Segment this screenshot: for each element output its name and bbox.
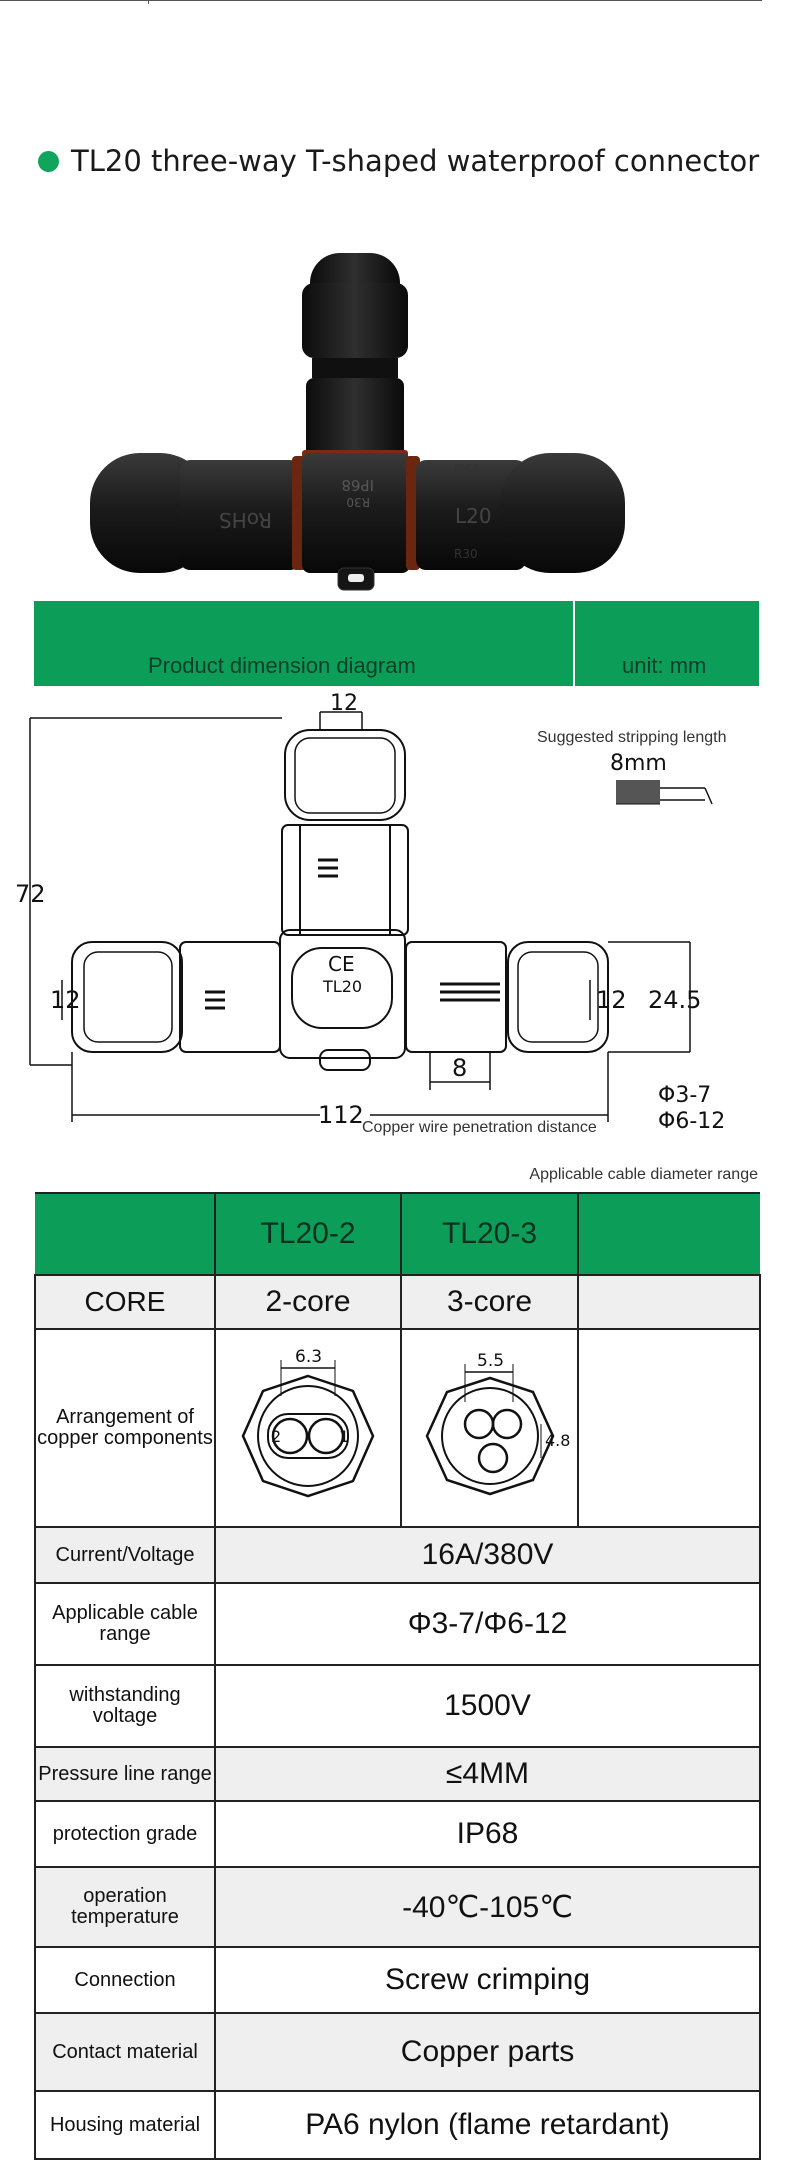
dimension-drawing: 12 72 12 12 24.5 8 112 Copper wire penet… xyxy=(15,691,726,1136)
section-title: TL20 three-way T-shaped waterproof conne… xyxy=(38,141,759,181)
dimension-header-bar: Product dimension diagram unit: mm xyxy=(34,601,759,686)
spec-label-connection: Connection xyxy=(34,1946,216,2014)
dimension-diagram-label: Product dimension diagram xyxy=(148,653,416,678)
product-photo: RoHS IP68 R30 L20 IP68 R30 xyxy=(90,253,625,591)
spec-row-housing: Housing material PA6 nylon (flame retard… xyxy=(34,2090,761,2160)
core-row: CORE 2-core 3-core xyxy=(34,1274,761,1330)
spec-row-pressure: Pressure line range ≤4MM xyxy=(34,1746,761,1802)
dim-4-8: 4.8 xyxy=(545,1431,570,1450)
green-bullet-icon xyxy=(38,150,59,172)
spec-label-current: Current/Voltage xyxy=(34,1526,216,1584)
arrangement-2core: 6.3 2 1 xyxy=(214,1328,402,1528)
dim-5-5: 5.5 xyxy=(477,1351,504,1371)
strip-wire-illustration xyxy=(616,780,713,805)
phi-range-2: Φ6-12 xyxy=(658,1109,725,1134)
arrangement-row: Arrangement of copper components 6.3 2 1… xyxy=(34,1328,761,1528)
dim-24-5: 24.5 xyxy=(648,986,701,1014)
arrangement-empty xyxy=(577,1328,761,1528)
core-label: CORE xyxy=(34,1274,216,1330)
right-cap xyxy=(500,453,625,573)
spec-value-pressure: ≤4MM xyxy=(214,1746,761,1802)
spec-label-cable-range: Applicable cable range xyxy=(34,1582,216,1666)
r30-marking: R30 xyxy=(346,495,370,509)
r30-marking-right: R30 xyxy=(454,547,478,561)
ip68-marking: IP68 xyxy=(341,476,374,494)
spec-label-withstand: withstanding voltage xyxy=(34,1664,216,1748)
spec-header-row: TL20-2 TL20-3 xyxy=(35,1192,760,1276)
header-cell-blank xyxy=(35,1192,216,1276)
model-mark: TL20 xyxy=(322,977,362,996)
spec-value-current: 16A/380V xyxy=(214,1526,761,1584)
spec-label-pressure: Pressure line range xyxy=(34,1746,216,1802)
top-nut xyxy=(302,283,408,358)
unit-label: unit: mm xyxy=(622,653,707,678)
dim-6-3: 6.3 xyxy=(295,1347,322,1367)
spec-value-connection: Screw crimping xyxy=(214,1946,761,2014)
header-tl20-3: TL20-3 xyxy=(400,1192,579,1276)
two-core-pin-diagram: 6.3 2 1 xyxy=(241,1347,375,1497)
core-empty xyxy=(577,1274,761,1330)
spec-value-cable-range: Φ3-7/Φ6-12 xyxy=(214,1582,761,1666)
spec-row-current: Current/Voltage 16A/380V xyxy=(34,1526,761,1584)
spec-row-protection: protection grade IP68 xyxy=(34,1800,761,1868)
dim-12-top: 12 xyxy=(330,691,358,716)
core-3: 3-core xyxy=(400,1274,579,1330)
three-core-pin-diagram: 5.5 4.8 xyxy=(425,1351,570,1495)
right-nut xyxy=(416,460,526,570)
arrangement-label: Arrangement of copper components xyxy=(34,1328,216,1528)
phi-range-1: Φ3-7 xyxy=(658,1083,711,1108)
header-cell-blank-right xyxy=(577,1192,760,1276)
dim-12-right: 12 xyxy=(596,986,627,1014)
spec-value-withstand: 1500V xyxy=(214,1664,761,1748)
left-nut xyxy=(180,460,300,570)
ip68-marking-right: IP68 xyxy=(454,462,480,476)
dim-12-left: 12 xyxy=(50,986,81,1014)
spec-value-temperature: -40℃-105℃ xyxy=(214,1866,761,1948)
top-body xyxy=(306,378,404,458)
spec-label-protection: protection grade xyxy=(34,1800,216,1868)
spec-table: TL20-2 TL20-3 CORE 2-core 3-core Arrange… xyxy=(34,1192,761,2160)
l20-marking: L20 xyxy=(455,504,492,528)
dim-72: 72 xyxy=(15,880,46,908)
bar-divider xyxy=(573,601,575,686)
header-tl20-2: TL20-2 xyxy=(214,1192,402,1276)
core-2: 2-core xyxy=(214,1274,402,1330)
pin-2-label: 2 xyxy=(271,1427,281,1446)
spec-value-protection: IP68 xyxy=(214,1800,761,1868)
rohs-marking: RoHS xyxy=(219,508,272,532)
top-divider-line xyxy=(0,0,762,4)
spec-label-housing: Housing material xyxy=(34,2090,216,2160)
ce-mark: CE xyxy=(328,952,355,976)
arrangement-3core: 5.5 4.8 xyxy=(400,1328,579,1528)
spec-value-housing: PA6 nylon (flame retardant) xyxy=(214,2090,761,2160)
page-title: TL20 three-way T-shaped waterproof conne… xyxy=(71,144,760,178)
spec-row-contact: Contact material Copper parts xyxy=(34,2012,761,2092)
strip-title: Suggested stripping length xyxy=(537,729,726,746)
dim-8: 8 xyxy=(452,1054,467,1082)
cable-range-caption: Applicable cable diameter range xyxy=(529,1166,758,1183)
pin-1-label: 1 xyxy=(339,1427,349,1446)
center-body xyxy=(302,453,410,573)
strip-length: 8mm xyxy=(610,751,667,776)
spec-row-connection: Connection Screw crimping xyxy=(34,1946,761,2014)
dim-112: 112 xyxy=(318,1101,364,1129)
spec-row-cable-range: Applicable cable range Φ3-7/Φ6-12 xyxy=(34,1582,761,1666)
copper-note: Copper wire penetration distance xyxy=(362,1119,597,1136)
spec-row-temperature: operation temperature -40℃-105℃ xyxy=(34,1866,761,1948)
spec-row-withstand: withstanding voltage 1500V xyxy=(34,1664,761,1748)
spec-value-contact: Copper parts xyxy=(214,2012,761,2092)
spec-label-temperature: operation temperature xyxy=(34,1866,216,1948)
spec-label-contact: Contact material xyxy=(34,2012,216,2092)
